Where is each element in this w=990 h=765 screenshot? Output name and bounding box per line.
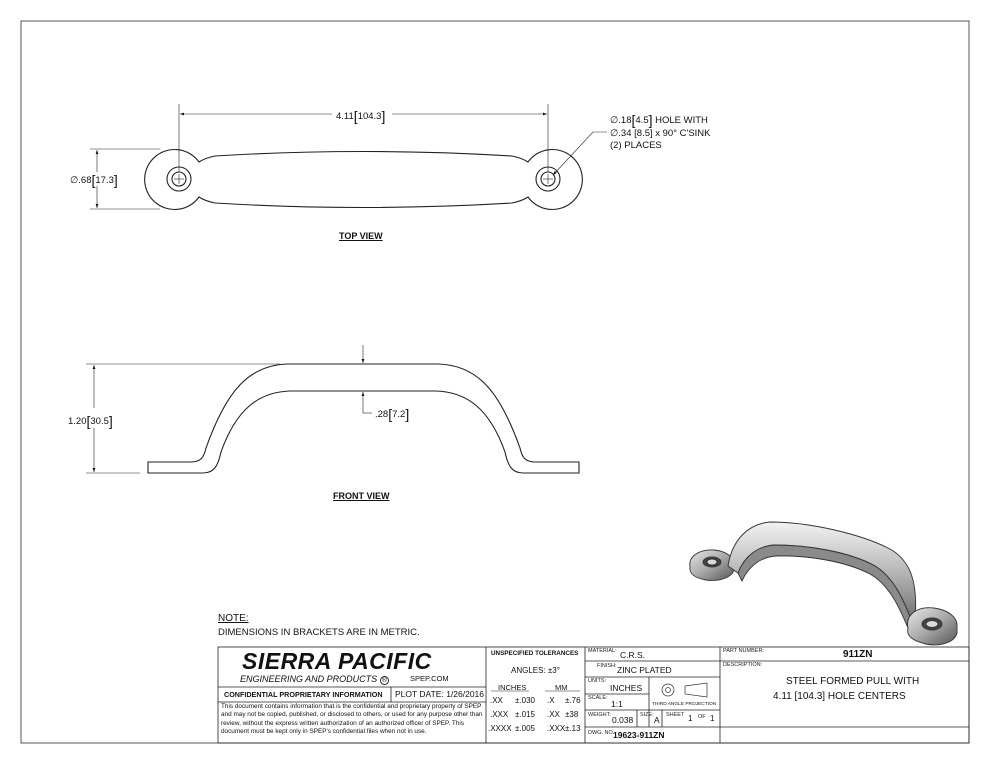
note-text: DIMENSIONS IN BRACKETS ARE IN METRIC. <box>218 627 420 638</box>
mm-format: .XXX <box>547 724 566 733</box>
hole-dia-mm: 4.5 <box>635 115 649 126</box>
of-label: OF <box>698 714 706 720</box>
weight-label: WEIGHT: <box>588 712 611 718</box>
diameter-symbol: ∅ <box>610 115 619 126</box>
height-mm: 30.5 <box>90 416 109 427</box>
title-block-grid <box>217 646 970 744</box>
sheet-border <box>20 20 970 744</box>
plot-date-value: 1/26/2016 <box>446 689 485 699</box>
hole-callout-line2: ∅.34 [8.5] x 90° C'SINK <box>610 129 711 139</box>
company-logo-text: SIERRA PACIFIC <box>242 648 432 674</box>
thickness-in: .28 <box>375 409 389 420</box>
length-in: 4.11 <box>336 111 354 122</box>
scale-value: 1:1 <box>611 699 623 709</box>
mm-format: .X <box>547 696 555 705</box>
front-view-dimensions <box>86 345 372 474</box>
in-format: .XX <box>490 696 503 705</box>
units-value: INCHES <box>610 683 643 693</box>
projection-label: THIRD ANGLE PROJECTION <box>652 702 717 707</box>
top-view-label: TOP VIEW <box>339 231 383 241</box>
thickness-dimension: .28[7.2] <box>375 406 410 422</box>
length-mm: 104.3 <box>357 111 382 122</box>
description-line2: 4.11 [104.3] HOLE CENTERS <box>773 691 906 702</box>
hole-callout-line1: ∅.18[4.5] HOLE WITH <box>610 112 708 128</box>
hole-with-text: HOLE WITH <box>655 115 708 126</box>
isometric-view <box>689 521 958 646</box>
inches-header: INCHES <box>498 683 527 692</box>
description-line1: STEEL FORMED PULL WITH <box>786 676 920 687</box>
registered-mark: ® <box>379 676 389 685</box>
in-tolerance: ±.015 <box>515 710 535 719</box>
material-value: C.R.S. <box>620 650 646 660</box>
csink-text: .34 [8.5] x 90° C'SINK <box>618 128 711 139</box>
size-value: A <box>654 715 660 725</box>
mm-tolerance: ±.76 <box>565 696 581 705</box>
in-tolerance: ±.030 <box>515 696 535 705</box>
plot-date-label: PLOT DATE: <box>395 689 444 699</box>
size-label: SIZE: <box>640 712 654 718</box>
mm-format: .XX <box>547 710 560 719</box>
finish-label: FINISH: <box>597 663 617 669</box>
tolerance-row: .XX <box>490 697 503 705</box>
company-subtitle: ENGINEERING AND PRODUCTS ® <box>240 674 389 685</box>
description-label: DESCRIPTION: <box>723 662 763 668</box>
sheet-total: 1 <box>710 714 715 723</box>
height-in: 1.20 <box>68 416 87 427</box>
height-dimension: 1.20[30.5] <box>68 413 113 429</box>
confidential-heading: CONFIDENTIAL PROPRIETARY INFORMATION <box>224 690 383 699</box>
front-view <box>147 363 580 474</box>
diameter-symbol: ∅ <box>70 175 79 186</box>
top-view-dimensions <box>90 104 607 210</box>
part-number-label: PART NUMBER: <box>723 648 764 654</box>
diameter-symbol: ∅ <box>610 128 619 139</box>
boss-diameter-mm: 17.3 <box>95 175 114 186</box>
third-angle-projection-icon <box>661 682 708 698</box>
part-number-value: 911ZN <box>843 649 873 660</box>
top-view <box>144 149 583 210</box>
thickness-mm: 7.2 <box>392 409 406 420</box>
sheet-label: SHEET <box>666 712 685 718</box>
dwg-number: 19623-911ZN <box>613 730 665 740</box>
mm-tolerance: ±.13 <box>565 724 581 733</box>
note-heading: NOTE: <box>218 613 249 624</box>
hole-dia-in: .18 <box>618 115 632 126</box>
mm-tolerance: ±38 <box>565 710 579 719</box>
in-tolerance: ±.005 <box>515 724 535 733</box>
length-dimension: 4.11[104.3] <box>336 108 386 124</box>
website-text: SPEP.COM <box>410 674 449 683</box>
finish-value: ZINC PLATED <box>617 665 672 675</box>
hole-callout-line3: (2) PLACES <box>610 140 662 151</box>
boss-diameter-in: .68 <box>78 175 92 186</box>
tolerances-heading: UNSPECIFIED TOLERANCES <box>491 650 579 657</box>
boss-diameter-dimension: ∅.68[17.3] <box>70 172 118 188</box>
scale-label: SCALE: <box>588 695 608 701</box>
confidential-notice: This document contains information that … <box>221 703 483 735</box>
units-label: UNITS: <box>588 678 607 684</box>
company-sub-text: ENGINEERING AND PRODUCTS <box>240 674 378 684</box>
dwg-label: DWG. NO. <box>588 730 615 736</box>
angles-tolerance: ANGLES: ±3° <box>511 666 560 675</box>
in-format: .XXX <box>490 710 509 719</box>
front-view-label: FRONT VIEW <box>333 491 390 501</box>
mm-header: MM <box>555 683 568 692</box>
material-label: MATERIAL: <box>588 648 617 654</box>
sheet-value: 1 <box>688 714 693 723</box>
weight-value: 0.038 <box>612 715 634 725</box>
plot-date: PLOT DATE: 1/26/2016 <box>395 690 484 699</box>
in-format: .XXXX <box>488 724 512 733</box>
